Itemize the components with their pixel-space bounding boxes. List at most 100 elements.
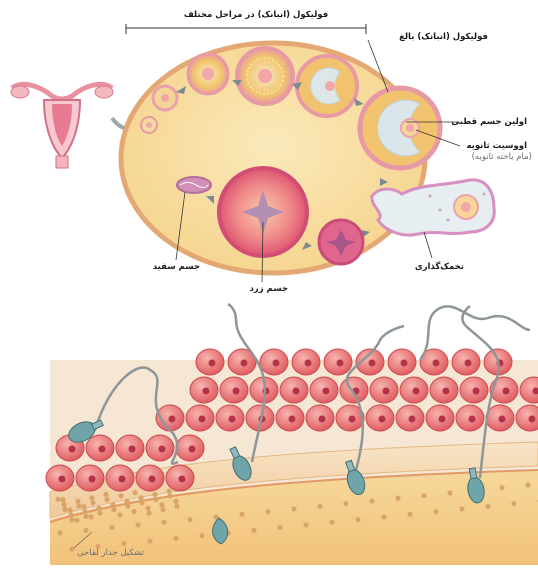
granule: [166, 489, 171, 494]
follicle-cell: [276, 405, 304, 431]
granule: [145, 506, 150, 511]
granule: [159, 502, 164, 507]
granule: [329, 520, 334, 525]
granule: [395, 496, 400, 501]
follicle-cell: [76, 465, 104, 491]
follicle-cell: [220, 377, 248, 403]
label-fertilization-membrane: تشکیل جدار لقاحی: [64, 548, 144, 558]
granule: [239, 512, 244, 517]
granule: [499, 485, 504, 490]
follicle-cell: [306, 405, 334, 431]
granule: [146, 510, 151, 515]
granule: [147, 538, 152, 543]
granule: [74, 518, 79, 523]
follicle-cell: [106, 465, 134, 491]
granule: [407, 512, 412, 517]
granule: [174, 504, 179, 509]
follicle-cell: [400, 377, 428, 403]
granule: [83, 514, 88, 519]
mature-follicle: [360, 88, 440, 168]
follicle-cell: [216, 405, 244, 431]
follicle-cell: [430, 377, 458, 403]
label-corpus-luteum: جسم زرد: [244, 284, 288, 294]
follicle-stage-1: [141, 117, 157, 133]
follicle-cell: [370, 377, 398, 403]
follicle-stage-4: [237, 48, 293, 104]
stages-bracket: [126, 24, 366, 34]
granule: [317, 504, 322, 509]
follicle-cell: [86, 435, 114, 461]
granule: [135, 522, 140, 527]
label-follicle-stages: فولیکول (انبانک) در مراحل مختلف: [176, 10, 336, 20]
follicle-stage-3: [188, 54, 228, 94]
granule: [291, 506, 296, 511]
follicle-cell: [490, 377, 518, 403]
uterus-icon: [11, 84, 113, 168]
granule: [459, 506, 464, 511]
granule: [167, 493, 172, 498]
granule: [173, 499, 178, 504]
granule: [369, 498, 374, 503]
follicle-cell: [340, 377, 368, 403]
granule: [104, 497, 109, 502]
granule: [187, 517, 192, 522]
follicle-cell: [452, 349, 480, 375]
granule: [62, 507, 67, 512]
granule: [103, 492, 108, 497]
granule: [199, 533, 204, 538]
granule: [76, 504, 81, 509]
follicle-cell: [456, 405, 484, 431]
granule: [88, 514, 93, 519]
granule: [75, 499, 80, 504]
granule: [125, 504, 130, 509]
corpus-albicans: [177, 177, 211, 193]
follicle-cell: [196, 349, 224, 375]
granule: [83, 528, 88, 533]
granule: [111, 507, 116, 512]
follicle-cell: [486, 405, 514, 431]
follicle-cell: [324, 349, 352, 375]
granule: [96, 506, 101, 511]
follicle-cell: [176, 435, 204, 461]
granule: [511, 501, 516, 506]
granule: [90, 500, 95, 505]
granule: [117, 512, 122, 517]
label-mature-follicle: فولیکول (انبانک) بالغ: [368, 32, 488, 42]
granule: [485, 504, 490, 509]
granule: [60, 497, 65, 502]
granule: [138, 495, 143, 500]
follicle-cell: [396, 405, 424, 431]
granule: [82, 509, 87, 514]
granule: [132, 490, 137, 495]
label-secondary-oocyte: اووسیت ثانویه: [455, 141, 527, 151]
degenerating-corpus-luteum: [319, 220, 363, 264]
granule: [525, 482, 530, 487]
granule: [67, 507, 72, 512]
follicle-cell: [516, 405, 538, 431]
follicle-stage-2: [153, 86, 177, 110]
follicle-cell: [146, 435, 174, 461]
granule: [277, 525, 282, 530]
granule: [251, 528, 256, 533]
granule: [68, 512, 73, 517]
granule: [131, 509, 136, 514]
granule: [69, 517, 74, 522]
follicle-cell: [260, 349, 288, 375]
follicle-cell: [280, 377, 308, 403]
label-polar-body: اولین جسم قطبی: [455, 117, 527, 127]
granule: [61, 502, 66, 507]
granule: [173, 536, 178, 541]
ovulation: [372, 180, 494, 235]
granule: [109, 525, 114, 530]
granule: [343, 501, 348, 506]
label-ovulation: تخمک‌گذاری: [400, 262, 464, 272]
follicle-cell: [426, 405, 454, 431]
granule: [124, 499, 129, 504]
granule: [81, 504, 86, 509]
follicle-cell: [166, 465, 194, 491]
follicle-cell: [292, 349, 320, 375]
follicle-stage-5: [297, 56, 357, 116]
follicle-cell: [46, 465, 74, 491]
